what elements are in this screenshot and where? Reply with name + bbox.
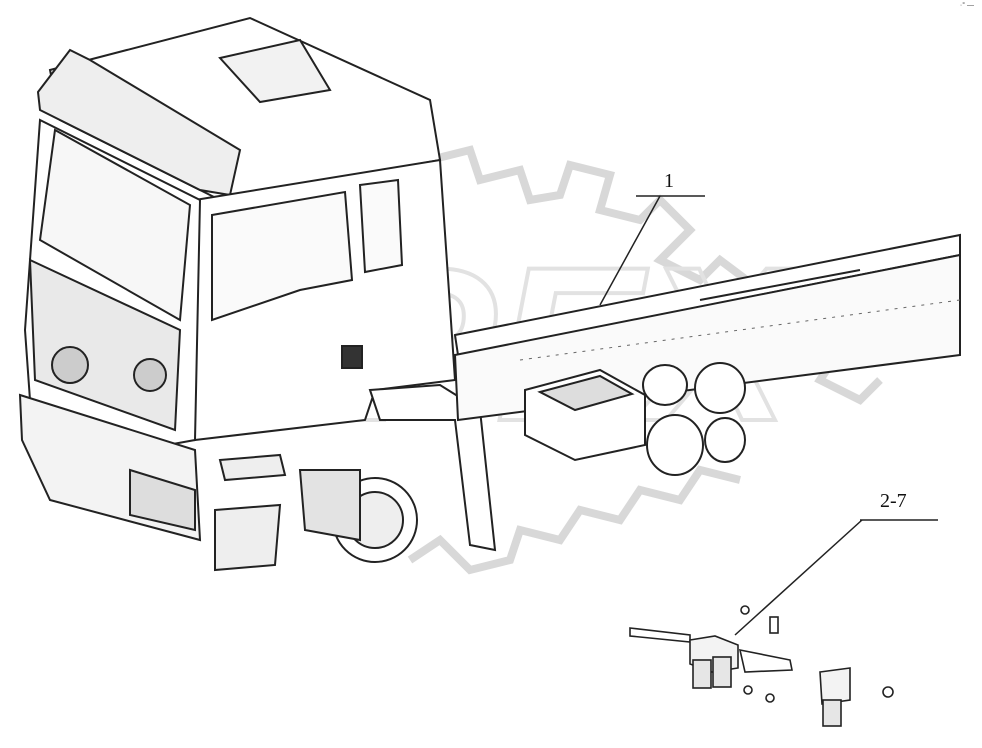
truck-cab	[18, 16, 457, 542]
front-wheel-hub	[298, 469, 418, 563]
cab-step	[214, 453, 287, 572]
solenoid-valve-assembly	[629, 605, 894, 727]
air-tanks	[642, 362, 746, 476]
corner-mark: ·° —	[959, 2, 974, 9]
battery-box	[524, 368, 646, 462]
mudguard	[368, 383, 497, 552]
callout-label-2-7: 2-7	[880, 490, 907, 512]
callout-label-1: 1	[664, 170, 674, 192]
leader-line-2-7	[734, 519, 938, 636]
leader-line-1	[599, 195, 705, 306]
